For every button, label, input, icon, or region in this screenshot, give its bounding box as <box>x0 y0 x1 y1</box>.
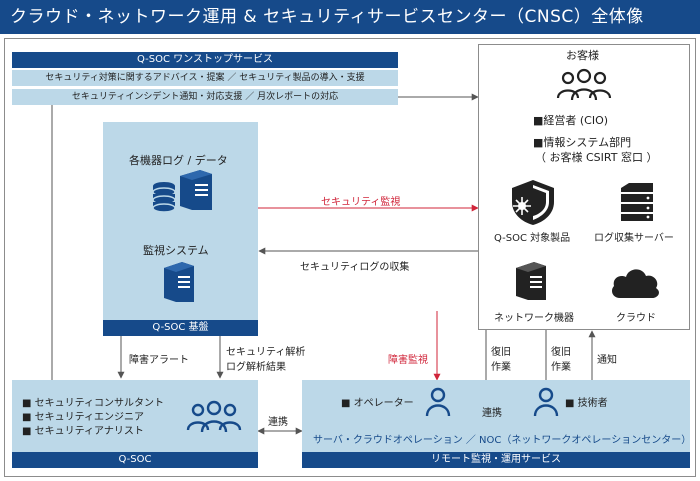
remote-engineer-label: ■ 技術者 <box>565 398 608 409</box>
remote-ops-name: サーバ・クラウドオペレーション ／ NOC（ネットワークオペレーションセンター） <box>313 435 692 446</box>
platform-monitor-label: 監視システム <box>143 244 209 257</box>
remote-link-label: 連携 <box>482 408 502 419</box>
customer-device-cloud: クラウド <box>616 313 656 324</box>
remote-ops-panel <box>302 380 690 466</box>
customer-title: お客様 <box>566 49 599 62</box>
customer-csirt: （ お客様 CSIRT 窓口 ） <box>535 151 658 164</box>
flow-fault-monitoring-label: 障害監視 <box>388 355 428 366</box>
customer-cio: ■経営者 (CIO) <box>533 114 609 127</box>
database-icon <box>152 182 176 213</box>
qsoc-member-consultant: ■ セキュリティコンサルタント <box>22 398 165 409</box>
network-device-icon <box>516 262 546 300</box>
flow-log-collection-label: セキュリティログの収集 <box>300 262 410 273</box>
platform-logs-label: 各機器ログ / データ <box>129 154 228 167</box>
qsoc-member-analyst: ■ セキュリティアナリスト <box>22 426 144 437</box>
rack-server-icon <box>621 183 653 221</box>
cloud-icon <box>612 269 659 298</box>
qsoc-people-icon <box>186 400 242 433</box>
qsoc-team-footer: Q-SOC <box>12 452 258 468</box>
customer-device-network: ネットワーク機器 <box>494 313 574 324</box>
outer-frame <box>4 38 696 477</box>
flow-recovery-a-label-1: 復旧 <box>491 347 511 358</box>
remote-operator-label: ■ オペレーター <box>341 398 414 409</box>
customer-device-qsoc-product: Q-SOC 対象製品 <box>494 233 571 244</box>
shield-product-icon <box>512 180 554 225</box>
onestop-row-advice: セキュリティ対策に関するアドバイス・提案 ／ セキュリティ製品の導入・支援 <box>12 70 398 86</box>
customer-people-icon <box>556 68 612 101</box>
flow-recovery-b-label-1: 復旧 <box>551 347 571 358</box>
qsoc-member-engineer: ■ セキュリティエンジニア <box>22 412 145 423</box>
engineer-person-icon <box>533 387 559 417</box>
diagram-title: クラウド・ネットワーク運用 & セキュリティサービスセンター（CNSC）全体像 <box>0 0 700 34</box>
customer-dept: ■情報システム部門 <box>533 136 632 149</box>
customer-device-log-server: ログ収集サーバー <box>594 233 674 244</box>
flow-notification-label: 通知 <box>597 355 617 366</box>
onestop-row-incident: セキュリティインシデント通知・対応支援 ／ 月次レポートの対応 <box>12 89 398 105</box>
remote-ops-footer: リモート監視・運用サービス <box>302 452 690 468</box>
flow-qsoc-remote-link-label: 連携 <box>268 417 288 428</box>
monitor-server-icon <box>164 262 194 302</box>
flow-recovery-a-label-2: 作業 <box>491 362 511 373</box>
flow-recovery-b-label-2: 作業 <box>551 362 571 373</box>
flow-analysis-label-2: ログ解析結果 <box>226 362 286 373</box>
flow-analysis-label-1: セキュリティ解析 <box>226 347 306 358</box>
log-server-icon <box>180 170 212 210</box>
operator-person-icon <box>425 387 451 417</box>
onestop-header: Q-SOC ワンストップサービス <box>12 52 398 68</box>
qsoc-platform-footer: Q-SOC 基盤 <box>103 320 258 336</box>
flow-fault-alert-label: 障害アラート <box>129 355 189 366</box>
flow-security-monitoring-label: セキュリティ監視 <box>321 197 401 208</box>
